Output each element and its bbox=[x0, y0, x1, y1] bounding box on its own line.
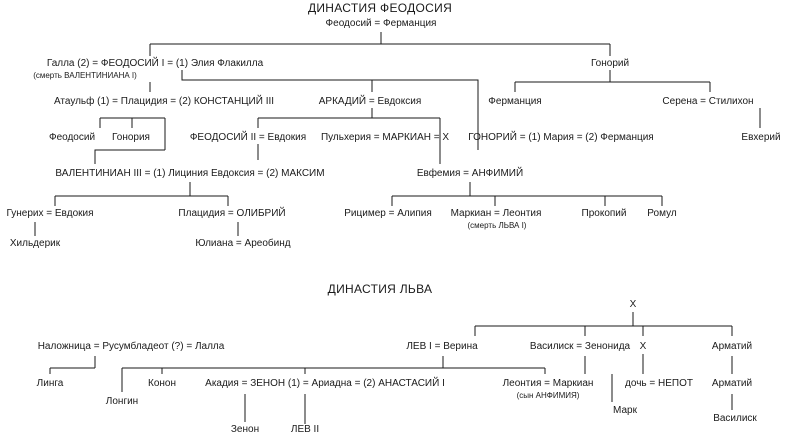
node-daughter-nepos: дочь = НЕПОТ bbox=[625, 378, 693, 389]
node-linga: Линга bbox=[36, 378, 64, 389]
connector bbox=[257, 144, 441, 164]
node-theodosius-i: Галла (2) = ФЕОДОСИЙ I = (1) Элия Флакил… bbox=[46, 58, 264, 69]
node-procopius: Прокопий bbox=[581, 208, 627, 219]
connector bbox=[474, 312, 733, 336]
node-zeno-son: Зенон bbox=[230, 424, 260, 435]
node-leontia: Леонтия = Маркиан bbox=[502, 378, 594, 389]
connector bbox=[54, 182, 229, 206]
node-huneric: Гунерих = Евдокия bbox=[6, 208, 94, 219]
node-theodosius-son: Феодосий bbox=[48, 132, 96, 143]
node-leo-ii: ЛЕВ II bbox=[290, 424, 320, 435]
node-conon: Конон bbox=[148, 378, 176, 389]
node-honoria: Гонория bbox=[112, 132, 150, 143]
node-honorius-emperor: ГОНОРИЙ = (1) Мария = (2) Ферманция bbox=[468, 132, 654, 143]
node-romulus: Ромул bbox=[647, 208, 677, 219]
connector bbox=[584, 356, 613, 402]
node-eucherius: Евхерий bbox=[741, 132, 781, 143]
node-note-leontia: (сын АНФИМИЯ) bbox=[516, 391, 580, 400]
node-euphemia: Евфемия = АНФИМИЙ bbox=[416, 168, 524, 179]
node-serena: Серена = Стилихон bbox=[662, 96, 754, 107]
node-concubine-rusumbladeot: Наложница = Русумбладеот (?) = Лалла bbox=[37, 341, 225, 352]
leo-dynasty-title: ДИНАСТИЯ ЛЬВА bbox=[327, 282, 433, 296]
connector bbox=[391, 182, 663, 206]
node-juliana: Юлиана = Ареобинд bbox=[195, 238, 291, 249]
node-fermantia: Ферманция bbox=[488, 96, 542, 107]
node-armatus: Арматий bbox=[711, 341, 753, 352]
connector bbox=[49, 356, 96, 374]
node-basiliscus-son: Василиск bbox=[713, 413, 757, 424]
node-marcian: Маркиан = Леонтия bbox=[450, 208, 542, 219]
node-honorius-elder: Гонорий bbox=[590, 58, 630, 69]
node-valentinian-iii: ВАЛЕНТИНИАН III = (1) Лициния Евдоксия =… bbox=[55, 168, 325, 179]
node-note-marcian: (смерть ЛЬВА I) bbox=[467, 221, 527, 230]
connector bbox=[99, 117, 166, 150]
node-pulcheria: Пульхерия = МАРКИАН = X bbox=[320, 132, 450, 143]
connector bbox=[121, 356, 546, 392]
node-armatus-son: Арматий bbox=[711, 378, 753, 389]
node-hilderic: Хильдерик bbox=[9, 238, 61, 249]
connector bbox=[514, 70, 711, 92]
connector bbox=[149, 32, 611, 56]
connector bbox=[181, 70, 479, 150]
node-placidia-olybrius: Плацидия = ОЛИБРИЙ bbox=[178, 208, 286, 219]
node-leo-i: ЛЕВ I = Верина bbox=[406, 341, 478, 352]
node-x-father: X bbox=[629, 299, 637, 310]
node-placidia: Атаульф (1) = Плацидия = (2) КОНСТАНЦИЙ … bbox=[53, 96, 275, 107]
connector bbox=[94, 149, 165, 164]
node-arcadius: АРКАДИЙ = Евдоксия bbox=[318, 96, 422, 107]
node-longinus: Лонгин bbox=[105, 396, 139, 407]
node-note-galla: (смерть ВАЛЕНТИНИАНА I) bbox=[33, 71, 137, 80]
node-x-second: X bbox=[639, 341, 647, 352]
theodosius-dynasty-title: ДИНАСТИЯ ФЕОДОСИЯ bbox=[307, 1, 453, 15]
node-theodosius-elder: Феодосий = Ферманция bbox=[325, 18, 437, 29]
node-basiliscus: Василиск = Зенонида bbox=[529, 341, 631, 352]
node-marcus: Марк bbox=[613, 405, 637, 416]
node-theodosius-ii: ФЕОДОСИЙ II = Евдокия bbox=[189, 132, 307, 143]
node-zeno: Акадия = ЗЕНОН (1) = Ариадна = (2) АНАСТ… bbox=[205, 378, 445, 389]
connector bbox=[257, 108, 441, 150]
node-ricimer: Рицимер = Алипия bbox=[344, 208, 432, 219]
